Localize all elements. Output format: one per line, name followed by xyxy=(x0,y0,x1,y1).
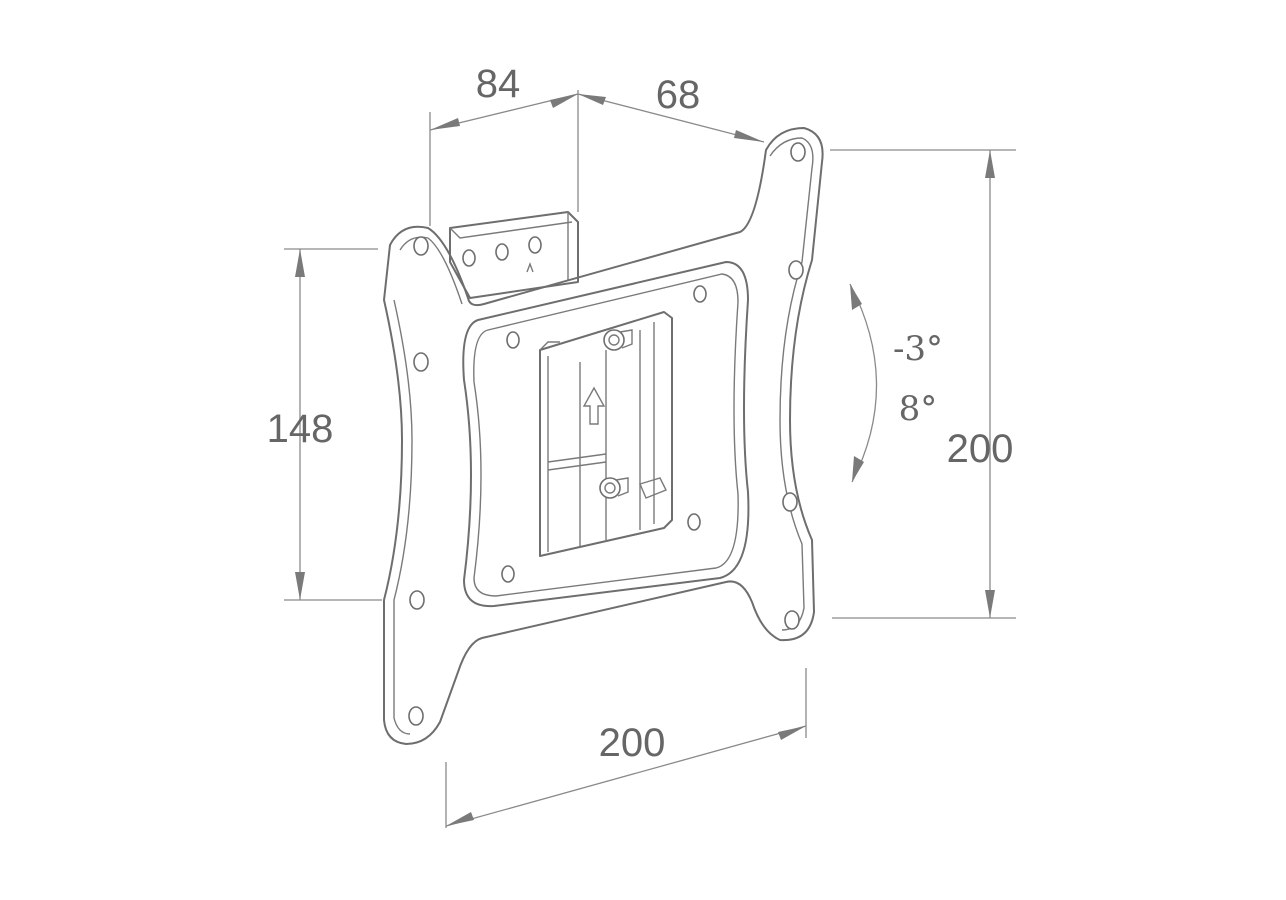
plate-hole xyxy=(408,706,424,726)
dimension-label-84: 84 xyxy=(476,62,521,106)
dimension-label-148: 148 xyxy=(267,407,334,451)
left-dimension xyxy=(284,248,382,601)
dimension-label-200-height: 200 xyxy=(947,427,1014,471)
tilt-up-label: -3° xyxy=(893,329,943,369)
dimension-label-68: 68 xyxy=(656,73,701,117)
plate-hole xyxy=(409,590,425,610)
upper-bolt xyxy=(603,329,633,351)
plate-hole xyxy=(413,352,429,372)
tilt-down-label: 8° xyxy=(899,389,938,429)
up-arrow-icon xyxy=(582,386,606,425)
plate-hole xyxy=(790,142,806,162)
plate-hole xyxy=(784,610,800,630)
bottom-dimension xyxy=(445,668,807,828)
lower-bolt xyxy=(599,477,629,499)
dimension-label-200-width: 200 xyxy=(599,721,666,765)
top-dimensions xyxy=(429,90,765,226)
plate-hole xyxy=(413,236,429,256)
rear-bracket xyxy=(449,211,579,299)
tilt-arc xyxy=(849,283,878,483)
inner-panel xyxy=(462,261,750,608)
plate-hole xyxy=(788,260,804,280)
right-dimension xyxy=(830,149,1016,619)
tilt-mechanism xyxy=(539,311,673,557)
plate-hole xyxy=(782,492,798,512)
vesa-plate xyxy=(383,127,824,745)
